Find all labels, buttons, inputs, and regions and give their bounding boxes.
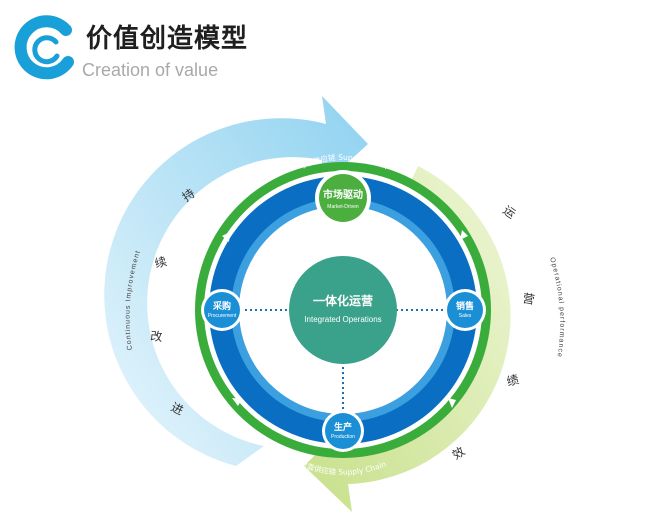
page-title: 价值创造模型 bbox=[86, 24, 249, 54]
svg-text:效: 效 bbox=[449, 443, 467, 462]
svg-text:进: 进 bbox=[169, 400, 186, 418]
center-label-zh: 一体化运营 bbox=[313, 293, 373, 308]
svg-text:续: 续 bbox=[153, 254, 168, 271]
svg-text:Market-Driven: Market-Driven bbox=[327, 204, 359, 210]
node-procurement: 采购 Procurement bbox=[201, 289, 243, 331]
svg-text:市场驱动: 市场驱动 bbox=[323, 188, 363, 201]
ring-arrows bbox=[222, 230, 468, 408]
center-label-en: Integrated Operations bbox=[304, 315, 381, 324]
continuous-improvement-arrow bbox=[104, 96, 369, 466]
center-circle bbox=[289, 256, 397, 364]
svg-text:Sales: Sales bbox=[459, 313, 472, 319]
svg-text:绩: 绩 bbox=[505, 372, 520, 389]
operational-performance-arrow bbox=[304, 166, 511, 512]
svg-text:Production: Production bbox=[331, 434, 355, 440]
logo-icon bbox=[14, 15, 74, 80]
svg-text:运: 运 bbox=[500, 203, 518, 221]
svg-text:销售: 销售 bbox=[456, 300, 474, 312]
operational-performance-label-en: Operational performance bbox=[548, 257, 565, 359]
connector-lines bbox=[240, 309, 446, 412]
svg-text:采购: 采购 bbox=[212, 300, 231, 312]
page-subtitle: Creation of value bbox=[82, 60, 219, 80]
node-market-driven: 市场驱动 Market-Driven bbox=[315, 170, 371, 226]
svg-text:营: 营 bbox=[521, 291, 535, 307]
header: 价值创造模型 Creation of value bbox=[0, 0, 664, 90]
svg-text:Procurement: Procurement bbox=[208, 313, 237, 319]
svg-text:生产: 生产 bbox=[334, 421, 352, 433]
node-sales: 销售 Sales bbox=[444, 289, 486, 331]
rd-design-label-en: R&D Design bbox=[358, 222, 386, 228]
node-production: 生产 Production bbox=[322, 410, 364, 452]
svg-text:改: 改 bbox=[150, 329, 163, 344]
